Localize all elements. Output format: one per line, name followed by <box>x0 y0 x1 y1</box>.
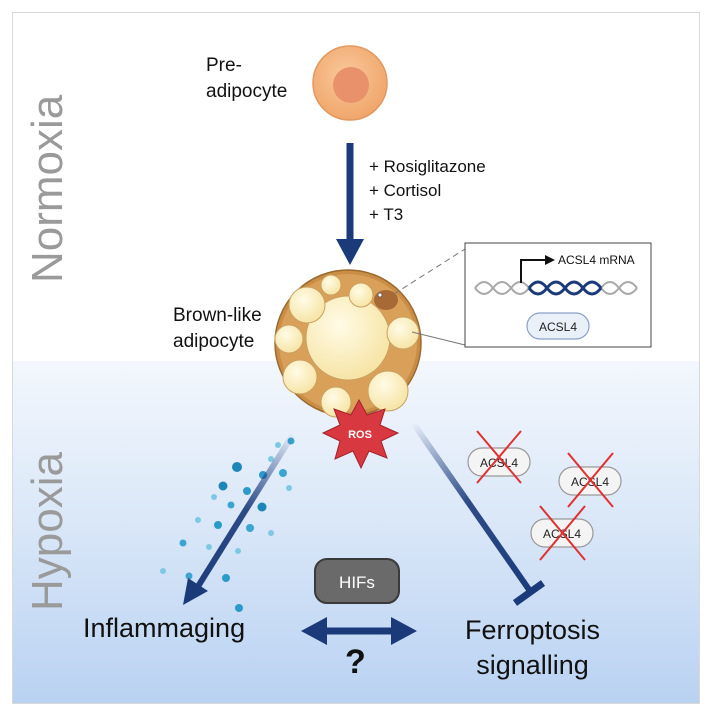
blocked-acsl4-3: ACSL4 <box>530 505 594 561</box>
blocked-acsl4-label-2: ACSL4 <box>571 475 609 489</box>
bidirectional-arrow <box>301 617 417 645</box>
mrna-label: ACSL4 mRNA <box>558 253 635 267</box>
zoom-line-bottom <box>411 331 466 346</box>
inflammaging-label: Inflammaging <box>83 613 246 643</box>
gene-expression-inset: ACSL4 mRNA ACSL4 <box>464 242 652 348</box>
secreted-factors <box>160 437 295 612</box>
brown-like-label: Brown-like adipocyte <box>173 303 262 355</box>
preadipocyte-cell <box>312 45 388 121</box>
brown-like-adipocyte-cell <box>274 269 422 418</box>
brown-like-line-2: adipocyte <box>173 331 255 352</box>
protein-label: ACSL4 <box>539 320 577 334</box>
inhibition-to-ferroptosis <box>410 421 546 606</box>
question-mark: ? <box>345 643 366 681</box>
preadipocyte-label: Pre- adipocyte <box>206 53 287 105</box>
hifs-label: HIFs <box>339 573 375 592</box>
blocked-acsl4-label-1: ACSL4 <box>480 456 518 470</box>
blocked-acsl4-1: ACSL4 <box>467 430 531 484</box>
treatment-2: + Cortisol <box>369 181 442 200</box>
arrow-to-inflammaging <box>183 429 298 605</box>
brown-like-line-1: Brown-like <box>173 305 262 326</box>
ferroptosis-line-2: signalling <box>476 650 589 680</box>
hifs-box: HIFs <box>314 558 400 604</box>
treatment-1: + Rosiglitazone <box>369 157 486 176</box>
ros-label: ROS <box>348 429 372 441</box>
differentiation-arrow <box>336 143 364 265</box>
treatment-list: + Rosiglitazone + Cortisol + T3 <box>369 155 486 227</box>
treatment-3: + T3 <box>369 205 404 224</box>
preadipocyte-line-1: Pre- <box>206 55 242 76</box>
figure-frame: Normoxia Hypoxia <box>12 12 700 704</box>
ros-burst: ROS <box>321 398 400 470</box>
preadipocyte-line-2: adipocyte <box>206 81 288 102</box>
blocked-acsl4-2: ACSL4 <box>558 452 622 508</box>
ferroptosis-line-1: Ferroptosis <box>465 615 601 645</box>
diagram-canvas: ACSL4 mRNA ACSL4 ROS <box>160 45 652 645</box>
zoom-line-top <box>393 248 466 295</box>
ferroptosis-label: Ferroptosis signalling <box>465 613 600 683</box>
